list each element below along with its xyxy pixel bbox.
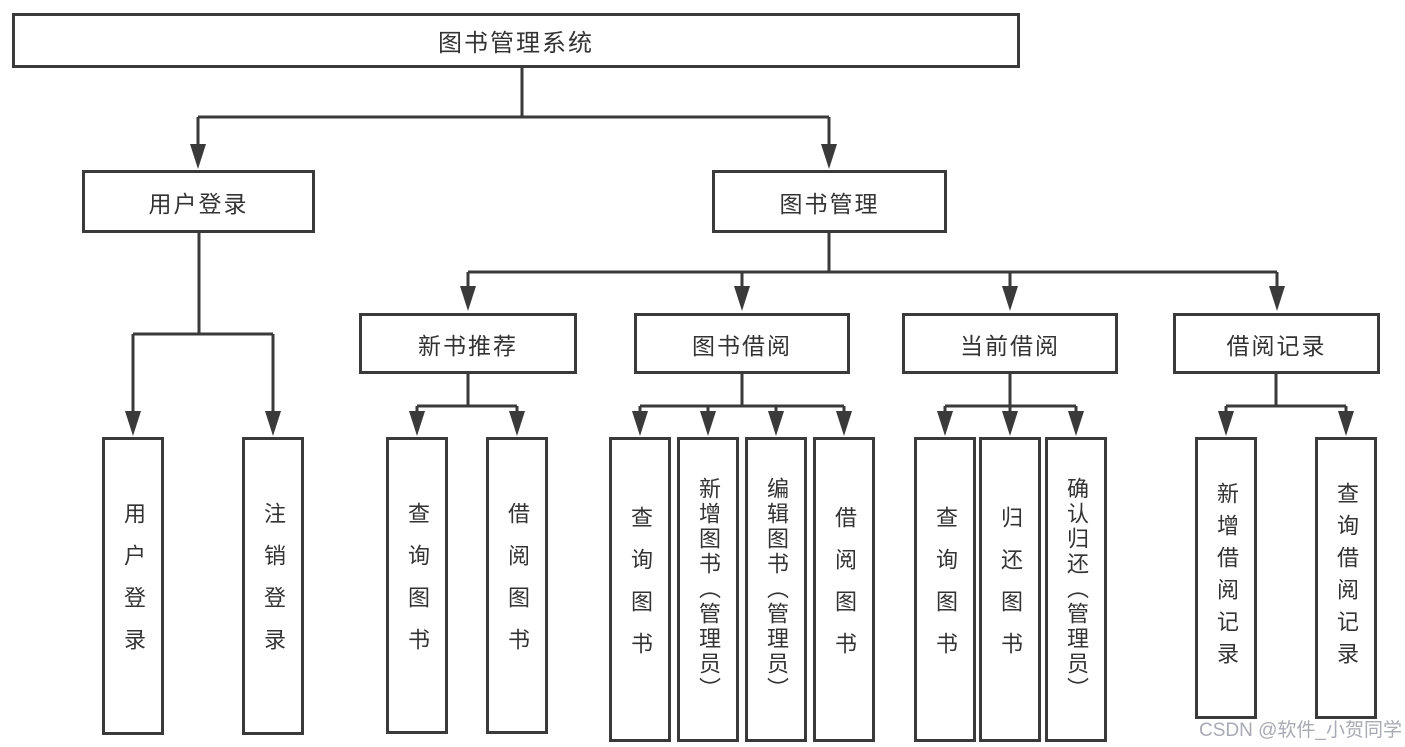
leaf-query-book-2-label: 查询图书 (628, 505, 653, 674)
leaf-logout-label: 注销登录 (261, 502, 286, 670)
node-current-borrow: 当前借阅 (902, 313, 1118, 374)
leaf-borrow-book-2-label: 借阅图书 (832, 505, 857, 674)
node-book-borrow: 图书借阅 (634, 313, 850, 374)
leaf-edit-book-admin: 编辑图书（管理员） (745, 437, 807, 742)
leaf-query-borrow-record: 查询借阅记录 (1315, 437, 1377, 719)
node-book-borrow-label: 图书借阅 (692, 332, 792, 359)
leaf-edit-book-admin-label: 编辑图书（管理员） (764, 477, 789, 702)
leaf-logout: 注销登录 (242, 437, 304, 735)
leaf-user-login-label: 用户登录 (121, 502, 146, 670)
leaf-add-borrow-record: 新增借阅记录 (1195, 437, 1257, 719)
leaf-borrow-book-1: 借阅图书 (486, 437, 548, 734)
node-current-borrow-label: 当前借阅 (960, 332, 1060, 359)
leaf-confirm-return-admin: 确认归还（管理员） (1045, 437, 1107, 742)
leaf-query-borrow-record-label: 查询借阅记录 (1334, 482, 1359, 674)
node-book-management: 图书管理 (712, 170, 947, 233)
node-new-book-recommend: 新书推荐 (359, 313, 577, 374)
leaf-query-book-2: 查询图书 (609, 437, 671, 742)
node-borrow-records-label: 借阅记录 (1226, 332, 1327, 359)
leaf-borrow-book-2: 借阅图书 (813, 437, 875, 742)
node-root-label: 图书管理系统 (438, 30, 594, 57)
leaf-query-book-3: 查询图书 (914, 437, 976, 742)
leaf-confirm-return-admin-label: 确认归还（管理员） (1064, 477, 1089, 702)
node-book-management-label: 图书管理 (779, 190, 880, 217)
leaf-borrow-book-1-label: 借阅图书 (505, 501, 530, 670)
node-root-library-system: 图书管理系统 (12, 13, 1020, 68)
leaf-query-book-1-label: 查询图书 (405, 501, 430, 670)
leaf-add-borrow-record-label: 新增借阅记录 (1214, 482, 1239, 674)
node-borrow-records: 借阅记录 (1173, 313, 1380, 374)
leaf-add-book-admin: 新增图书（管理员） (677, 437, 739, 742)
node-user-login-label: 用户登录 (148, 190, 249, 217)
leaf-query-book-3-label: 查询图书 (933, 505, 958, 674)
leaf-add-book-admin-label: 新增图书（管理员） (696, 477, 721, 702)
leaf-query-book-1: 查询图书 (386, 437, 448, 734)
csdn-watermark: CSDN @软件_小贺同学 (1199, 720, 1402, 741)
leaf-return-book-label: 归还图书 (998, 505, 1023, 674)
leaf-user-login: 用户登录 (102, 437, 164, 735)
leaf-return-book: 归还图书 (979, 437, 1041, 742)
node-new-book-recommend-label: 新书推荐 (418, 332, 518, 359)
node-user-login: 用户登录 (82, 170, 315, 233)
